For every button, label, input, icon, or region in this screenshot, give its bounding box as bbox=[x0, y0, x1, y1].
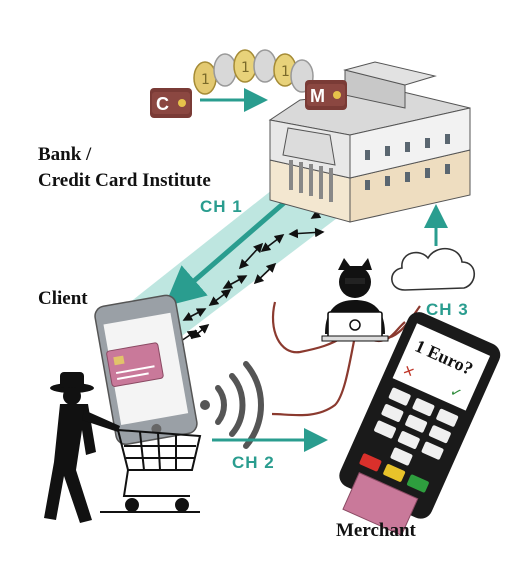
svg-text:1: 1 bbox=[201, 72, 210, 88]
client-phone bbox=[94, 294, 198, 446]
bank-building bbox=[268, 61, 471, 223]
merchant-wallet: M bbox=[305, 80, 347, 110]
ch2-label: CH 2 bbox=[232, 453, 275, 472]
ch1-label: CH 1 bbox=[200, 197, 243, 216]
svg-text:1: 1 bbox=[281, 64, 290, 80]
svg-text:M: M bbox=[310, 86, 325, 106]
bank-label-line2: Credit Card Institute bbox=[38, 170, 211, 191]
ch3-label: CH 3 bbox=[426, 300, 469, 319]
nfc-waves-icon bbox=[200, 361, 264, 449]
ch1-arrow bbox=[164, 194, 294, 307]
svg-text:C: C bbox=[156, 94, 169, 114]
payment-terminal: 1 Euro? ✕ ✓ bbox=[339, 312, 501, 536]
hacker-icon bbox=[321, 258, 389, 342]
client-label: Client bbox=[38, 288, 88, 309]
shopper-icon bbox=[44, 372, 120, 523]
cloud-icon bbox=[391, 247, 476, 291]
svg-text:1: 1 bbox=[241, 60, 250, 76]
coin-stream: 1 1 1 bbox=[193, 49, 314, 95]
bank-label-line1: Bank / bbox=[38, 144, 92, 165]
client-wallet: C bbox=[150, 88, 192, 118]
shopping-cart-icon bbox=[116, 428, 202, 512]
merchant-label: Merchant bbox=[336, 520, 417, 541]
